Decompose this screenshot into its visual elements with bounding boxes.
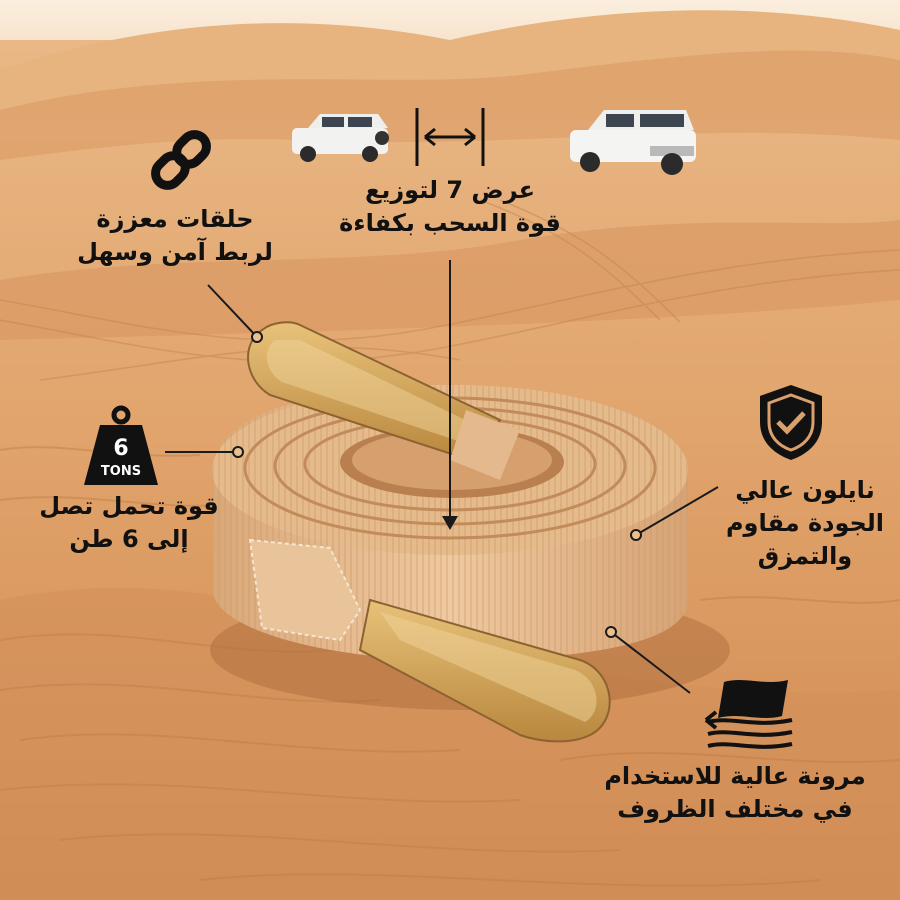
flexibility-feature-label: مرونة عالية للاستخدام في مختلف الظروف xyxy=(600,760,870,826)
flexibility-feature-line2: في مختلف الظروف xyxy=(617,795,853,823)
shield-check-icon xyxy=(760,385,822,460)
nylon-feature-line3: والتمزق xyxy=(757,542,853,570)
link-chain-icon xyxy=(151,130,211,190)
foreground-dune xyxy=(0,587,900,900)
nylon-feature-label: نايلون عالي الجودة مقاوم والتمزق xyxy=(720,474,890,573)
width-feature-line2: قوة السحب بكفاءة xyxy=(339,209,561,237)
nylon-feature-line2: الجودة مقاوم xyxy=(725,509,885,537)
loops-feature-line1: حلقات معززة xyxy=(96,205,254,233)
weight-6-tons-icon: 6 TONS xyxy=(84,405,158,485)
nylon-feature-line1: نايلون عالي xyxy=(735,476,875,504)
capacity-feature-label: قوة تحمل تصل إلى 6 طن xyxy=(24,490,234,556)
weight-unit: TONS xyxy=(101,464,141,479)
tow-strap-loop-top xyxy=(247,321,520,480)
loops-feature-line2: لربط آمن وسهل xyxy=(77,238,273,266)
vehicle-left xyxy=(292,114,389,162)
vehicle-right xyxy=(570,110,696,175)
tow-strap-loop-bottom xyxy=(358,598,611,743)
weight-number: 6 xyxy=(113,436,128,461)
leader-endpoints xyxy=(232,331,642,638)
capacity-feature-line2: إلى 6 طن xyxy=(69,525,189,553)
width-feature-line1: عرض 7 لتوزيع xyxy=(364,176,536,204)
width-arrows-icon xyxy=(415,108,485,166)
width-feature-label: عرض 7 لتوزيع قوة السحب بكفاءة xyxy=(330,174,570,240)
flexibility-feature-line1: مرونة عالية للاستخدام xyxy=(604,762,866,790)
loops-feature-label: حلقات معززة لربط آمن وسهل xyxy=(70,203,280,269)
capacity-feature-line1: قوة تحمل تصل xyxy=(39,492,219,520)
width-arrow-head xyxy=(442,516,458,530)
sand-ripples xyxy=(0,446,900,887)
leader-lines xyxy=(165,260,719,694)
fabric-layers-icon xyxy=(704,680,793,749)
